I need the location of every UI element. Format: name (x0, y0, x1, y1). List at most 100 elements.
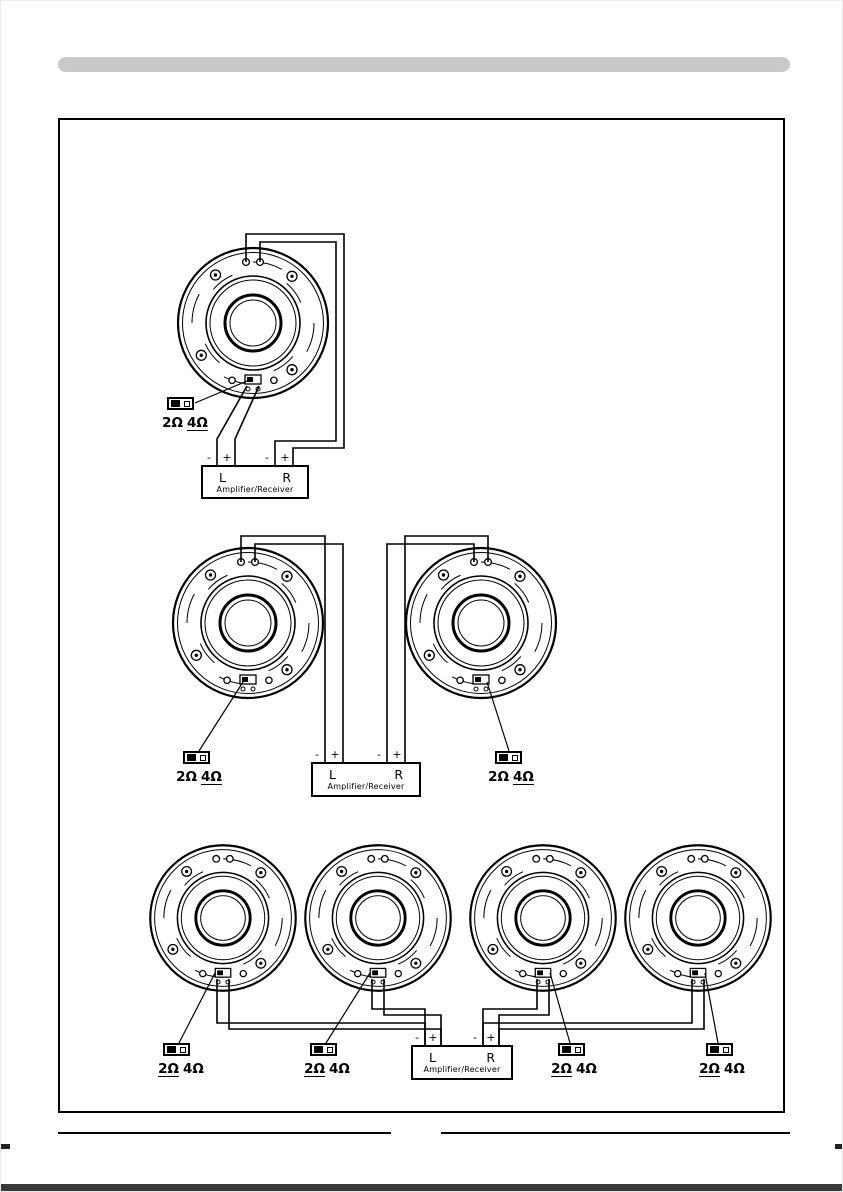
impedance-switch-icon (183, 751, 210, 764)
wire (383, 979, 442, 1045)
switch-knob (709, 1046, 719, 1053)
terminal-plus-label: + (330, 748, 339, 761)
ohm2-label: 2Ω (162, 415, 183, 431)
ohm4-label: 4Ω (513, 769, 534, 785)
wire (482, 979, 693, 1045)
header-rule-bar (58, 57, 790, 72)
switch-callout-line (198, 681, 244, 752)
channel-right-label: R (486, 1050, 495, 1065)
channel-right-label: R (394, 767, 403, 782)
terminal-plus-label: + (428, 1031, 437, 1044)
speaker-icon (623, 843, 773, 993)
terminal-plus-label: + (280, 451, 289, 464)
terminal-plus-label: + (222, 451, 231, 464)
wire (254, 543, 344, 764)
wire (228, 979, 442, 1045)
amplifier-box-3: L R Amplifier/Receiver (411, 1045, 513, 1080)
switch-knob (170, 400, 180, 407)
terminal-minus-label: - (473, 1031, 477, 1044)
speaker-icon (176, 246, 330, 400)
wire (216, 385, 248, 467)
ohm2-label: 2Ω (158, 1061, 179, 1077)
amplifier-channels: L R (413, 1051, 511, 1064)
speaker-icon (171, 546, 325, 700)
switch-slot (574, 1046, 581, 1053)
registration-mark (835, 1144, 842, 1149)
ohm4-label: 4Ω (187, 415, 208, 431)
channel-right-label: R (282, 469, 291, 485)
switch-callout-line (178, 972, 216, 1044)
switch-callout-line (704, 972, 719, 1044)
channel-left-label: L (219, 469, 226, 485)
ohm4-label: 4Ω (183, 1061, 204, 1077)
speaker-icon (303, 843, 453, 993)
footer-rule-left (58, 1132, 391, 1134)
page-bottom-bar (1, 1184, 842, 1191)
wire (498, 979, 705, 1045)
switch-callout-line (194, 380, 248, 404)
ohm2-label: 2Ω (304, 1061, 325, 1077)
switch-slot (326, 1046, 333, 1053)
terminal-plus-label: + (486, 1031, 495, 1044)
impedance-switch-icon (558, 1043, 585, 1056)
ohm2-label: 2Ω (176, 769, 197, 785)
wire (371, 979, 426, 1045)
wire (234, 385, 260, 467)
amplifier-caption: Amplifier/Receiver (216, 484, 294, 494)
impedance-switch-icon (167, 397, 194, 410)
wire (386, 543, 475, 764)
impedance-switch-icon (495, 751, 522, 764)
amplifier-box-2: L R Amplifier/Receiver (311, 762, 421, 797)
ohm2-label: 2Ω (488, 769, 509, 785)
switch-callout-line (549, 972, 571, 1044)
switch-slot (722, 1046, 729, 1053)
terminal-minus-label: - (377, 748, 381, 761)
terminal-plus-label: + (392, 748, 401, 761)
amplifier-caption: Amplifier/Receiver (327, 782, 405, 791)
switch-knob (313, 1046, 323, 1053)
switch-knob (561, 1046, 571, 1053)
ohm4-label: 4Ω (329, 1061, 350, 1077)
amplifier-channels: L R (203, 471, 307, 484)
ohm2-label: 2Ω (699, 1061, 720, 1077)
amplifier-channels: L R (313, 768, 419, 781)
switch-slot (199, 754, 206, 761)
amplifier-caption: Amplifier/Receiver (423, 1065, 501, 1074)
ohm4-label: 4Ω (576, 1061, 597, 1077)
switch-knob (498, 754, 508, 761)
speaker-icon (468, 843, 618, 993)
switch-knob (166, 1046, 176, 1053)
amplifier-box-1: L R Amplifier/Receiver (201, 465, 309, 499)
wire (240, 535, 326, 764)
impedance-switch-icon (163, 1043, 190, 1056)
terminal-minus-label: - (415, 1031, 419, 1044)
ohm2-label: 2Ω (551, 1061, 572, 1077)
impedance-switch-icon (706, 1043, 733, 1056)
ohm4-label: 4Ω (201, 769, 222, 785)
switch-callout-line (486, 681, 510, 752)
registration-mark (1, 1144, 10, 1149)
speaker-icon (148, 843, 298, 993)
channel-left-label: L (429, 1050, 436, 1065)
switch-slot (511, 754, 518, 761)
ohm4-label: 4Ω (724, 1061, 745, 1077)
footer-rule-right (441, 1132, 790, 1134)
wire (245, 233, 345, 467)
speaker-icon (404, 546, 558, 700)
switch-slot (183, 400, 190, 407)
wire (259, 241, 337, 467)
wire (404, 535, 489, 764)
impedance-switch-icon (310, 1043, 337, 1056)
switch-callout-line (325, 972, 371, 1044)
switch-slot (179, 1046, 186, 1053)
channel-left-label: L (329, 767, 336, 782)
terminal-minus-label: - (207, 451, 211, 464)
